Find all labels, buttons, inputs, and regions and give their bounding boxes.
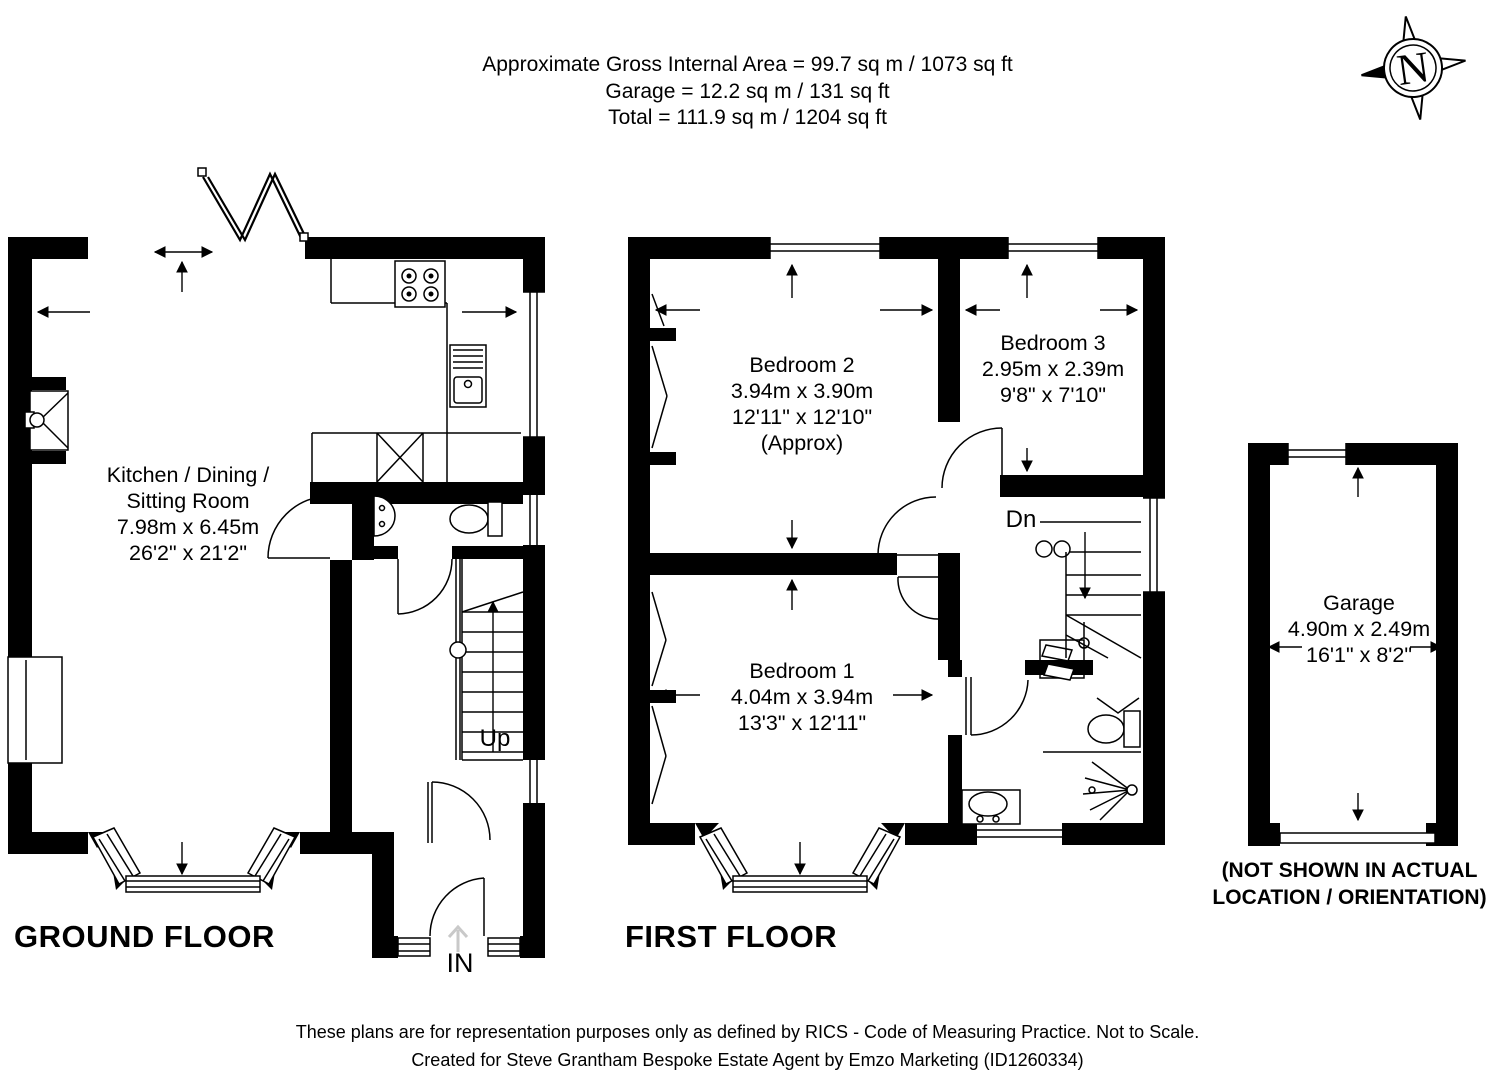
total-area-line: Total = 111.9 sq m / 1204 sq ft [608,106,887,129]
toilet-icon [1087,710,1141,748]
entrance-in-label: IN [446,948,474,978]
garage-plan [1248,443,1458,846]
garage-door [1279,832,1436,844]
garage-note: (NOT SHOWN IN ACTUAL LOCATION / ORIENTAT… [1212,859,1487,909]
kitchen-fixtures [311,259,521,483]
gross-area-line: Approximate Gross Internal Area = 99.7 s… [482,53,1013,76]
garage-window [1287,443,1347,465]
compass-north-icon: N [1361,16,1466,120]
ground-floor-doors [267,495,491,937]
bay-window-first [695,823,905,893]
area-summary: Approximate Gross Internal Area = 99.7 s… [0,52,1495,132]
stairs-up-label: Up [479,725,511,752]
first-dimension-arrows [654,263,1139,701]
fireplace [24,390,69,451]
first-floor-plan [628,237,1165,893]
bifold-doors [197,167,309,243]
bathroom-fixtures [961,710,1141,825]
shower-icon [1082,761,1138,821]
side-niche [7,656,63,764]
sink-icon [449,344,487,408]
bay-window-ground [88,827,300,893]
garage-label: Garage 4.90m x 2.49m 16'1" x 8'2" [1287,591,1431,667]
garage-walls [1248,443,1458,846]
ground-floor-plan [7,167,545,958]
ground-floor-title: GROUND FLOOR [14,919,275,954]
first-floor-title: FIRST FLOOR [625,919,838,954]
airing-cupboard [1039,622,1090,681]
ground-dimension-arrows [36,246,518,318]
ground-floor-windows [397,291,545,957]
basin-icon [961,789,1021,825]
toilet-icon [449,501,503,537]
disclaimer: These plans are for representation purpo… [0,1019,1495,1074]
garage-dimension-arrows [1267,466,1443,822]
garage-area-line: Garage = 12.2 sq m / 131 sq ft [605,79,890,103]
wc-fixtures [373,495,503,537]
ground-floor-walls [8,237,545,958]
entrance-arrow [447,924,469,952]
compass-north-letter: N [1394,42,1432,95]
bedroom1-label: Bedroom 1 4.04m x 3.94m 13'3" x 12'11" [730,659,874,735]
stairs-down [1035,521,1142,659]
first-floor-walls [628,237,1165,845]
stairs-down-label: Dn [1005,506,1037,533]
hob-icon [394,260,446,308]
basin-icon [373,495,396,537]
disclaimer-line1: These plans are for representation purpo… [295,1022,1200,1042]
bedroom3-label: Bedroom 3 2.95m x 2.39m 9'8" x 7'10" [981,331,1125,407]
first-floor-doors [877,427,1140,736]
stairs-up [449,558,524,761]
first-floor-windows [769,237,1165,845]
bedroom2-label: Bedroom 2 3.94m x 3.90m 12'11" x 12'10" … [730,353,874,455]
disclaimer-line2: Created for Steve Grantham Bespoke Estat… [411,1049,1084,1070]
kitchen-dining-label: Kitchen / Dining / Sitting Room 7.98m x … [106,463,270,565]
